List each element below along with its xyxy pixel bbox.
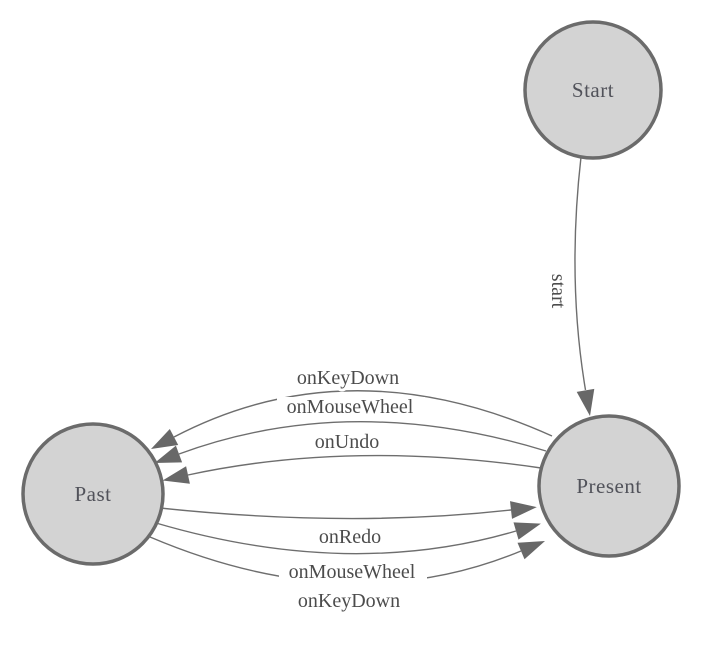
edge-label-start: start xyxy=(547,274,569,309)
node-present-label: Present xyxy=(576,474,641,498)
node-start-label: Start xyxy=(572,78,614,102)
edge-start-to-present xyxy=(574,156,587,391)
arrowhead-present-to-past-onkeydown xyxy=(151,429,179,449)
arrowhead-past-to-present-onmousewheel xyxy=(513,522,541,540)
edge-present-to-past-onmousewheel xyxy=(178,421,547,455)
edge-present-to-past-onkeydown xyxy=(173,390,553,438)
edge-present-to-past-onundo xyxy=(187,454,542,476)
label-mask-bottom-onmousewheel xyxy=(279,562,427,585)
node-start-circle[interactable] xyxy=(523,20,663,160)
edge-label-present-to-past-onundo: onUndo xyxy=(315,431,379,453)
node-past-circle[interactable] xyxy=(21,422,165,566)
arrowhead-present-to-past-onundo xyxy=(162,466,190,484)
edge-label-past-to-present-onredo: onRedo xyxy=(319,526,381,548)
arrowhead-past-to-present-onkeydown xyxy=(517,541,545,560)
node-past[interactable]: Past xyxy=(21,422,165,566)
edge-label-present-to-past-onkeydown: onKeyDown xyxy=(297,367,399,389)
edge-past-to-present-onredo xyxy=(159,507,512,520)
edge-label-past-to-present-onmousewheel: onMouseWheel xyxy=(289,561,416,583)
node-present-circle[interactable] xyxy=(537,414,681,558)
arrowhead-start-to-present xyxy=(576,388,595,416)
arrowhead-past-to-present-onredo xyxy=(510,501,537,519)
edge-label-past-to-present-onkeydown: onKeyDown xyxy=(298,590,400,612)
arrowhead-present-to-past-onmousewheel xyxy=(154,445,183,463)
node-start[interactable]: Start xyxy=(523,20,663,160)
edge-past-to-present-onmousewheel xyxy=(155,522,517,555)
label-mask-top-onmousewheel xyxy=(277,397,425,420)
edge-label-present-to-past-onmousewheel: onMouseWheel xyxy=(287,396,414,418)
node-past-label: Past xyxy=(74,482,111,506)
node-present[interactable]: Present xyxy=(537,414,681,558)
